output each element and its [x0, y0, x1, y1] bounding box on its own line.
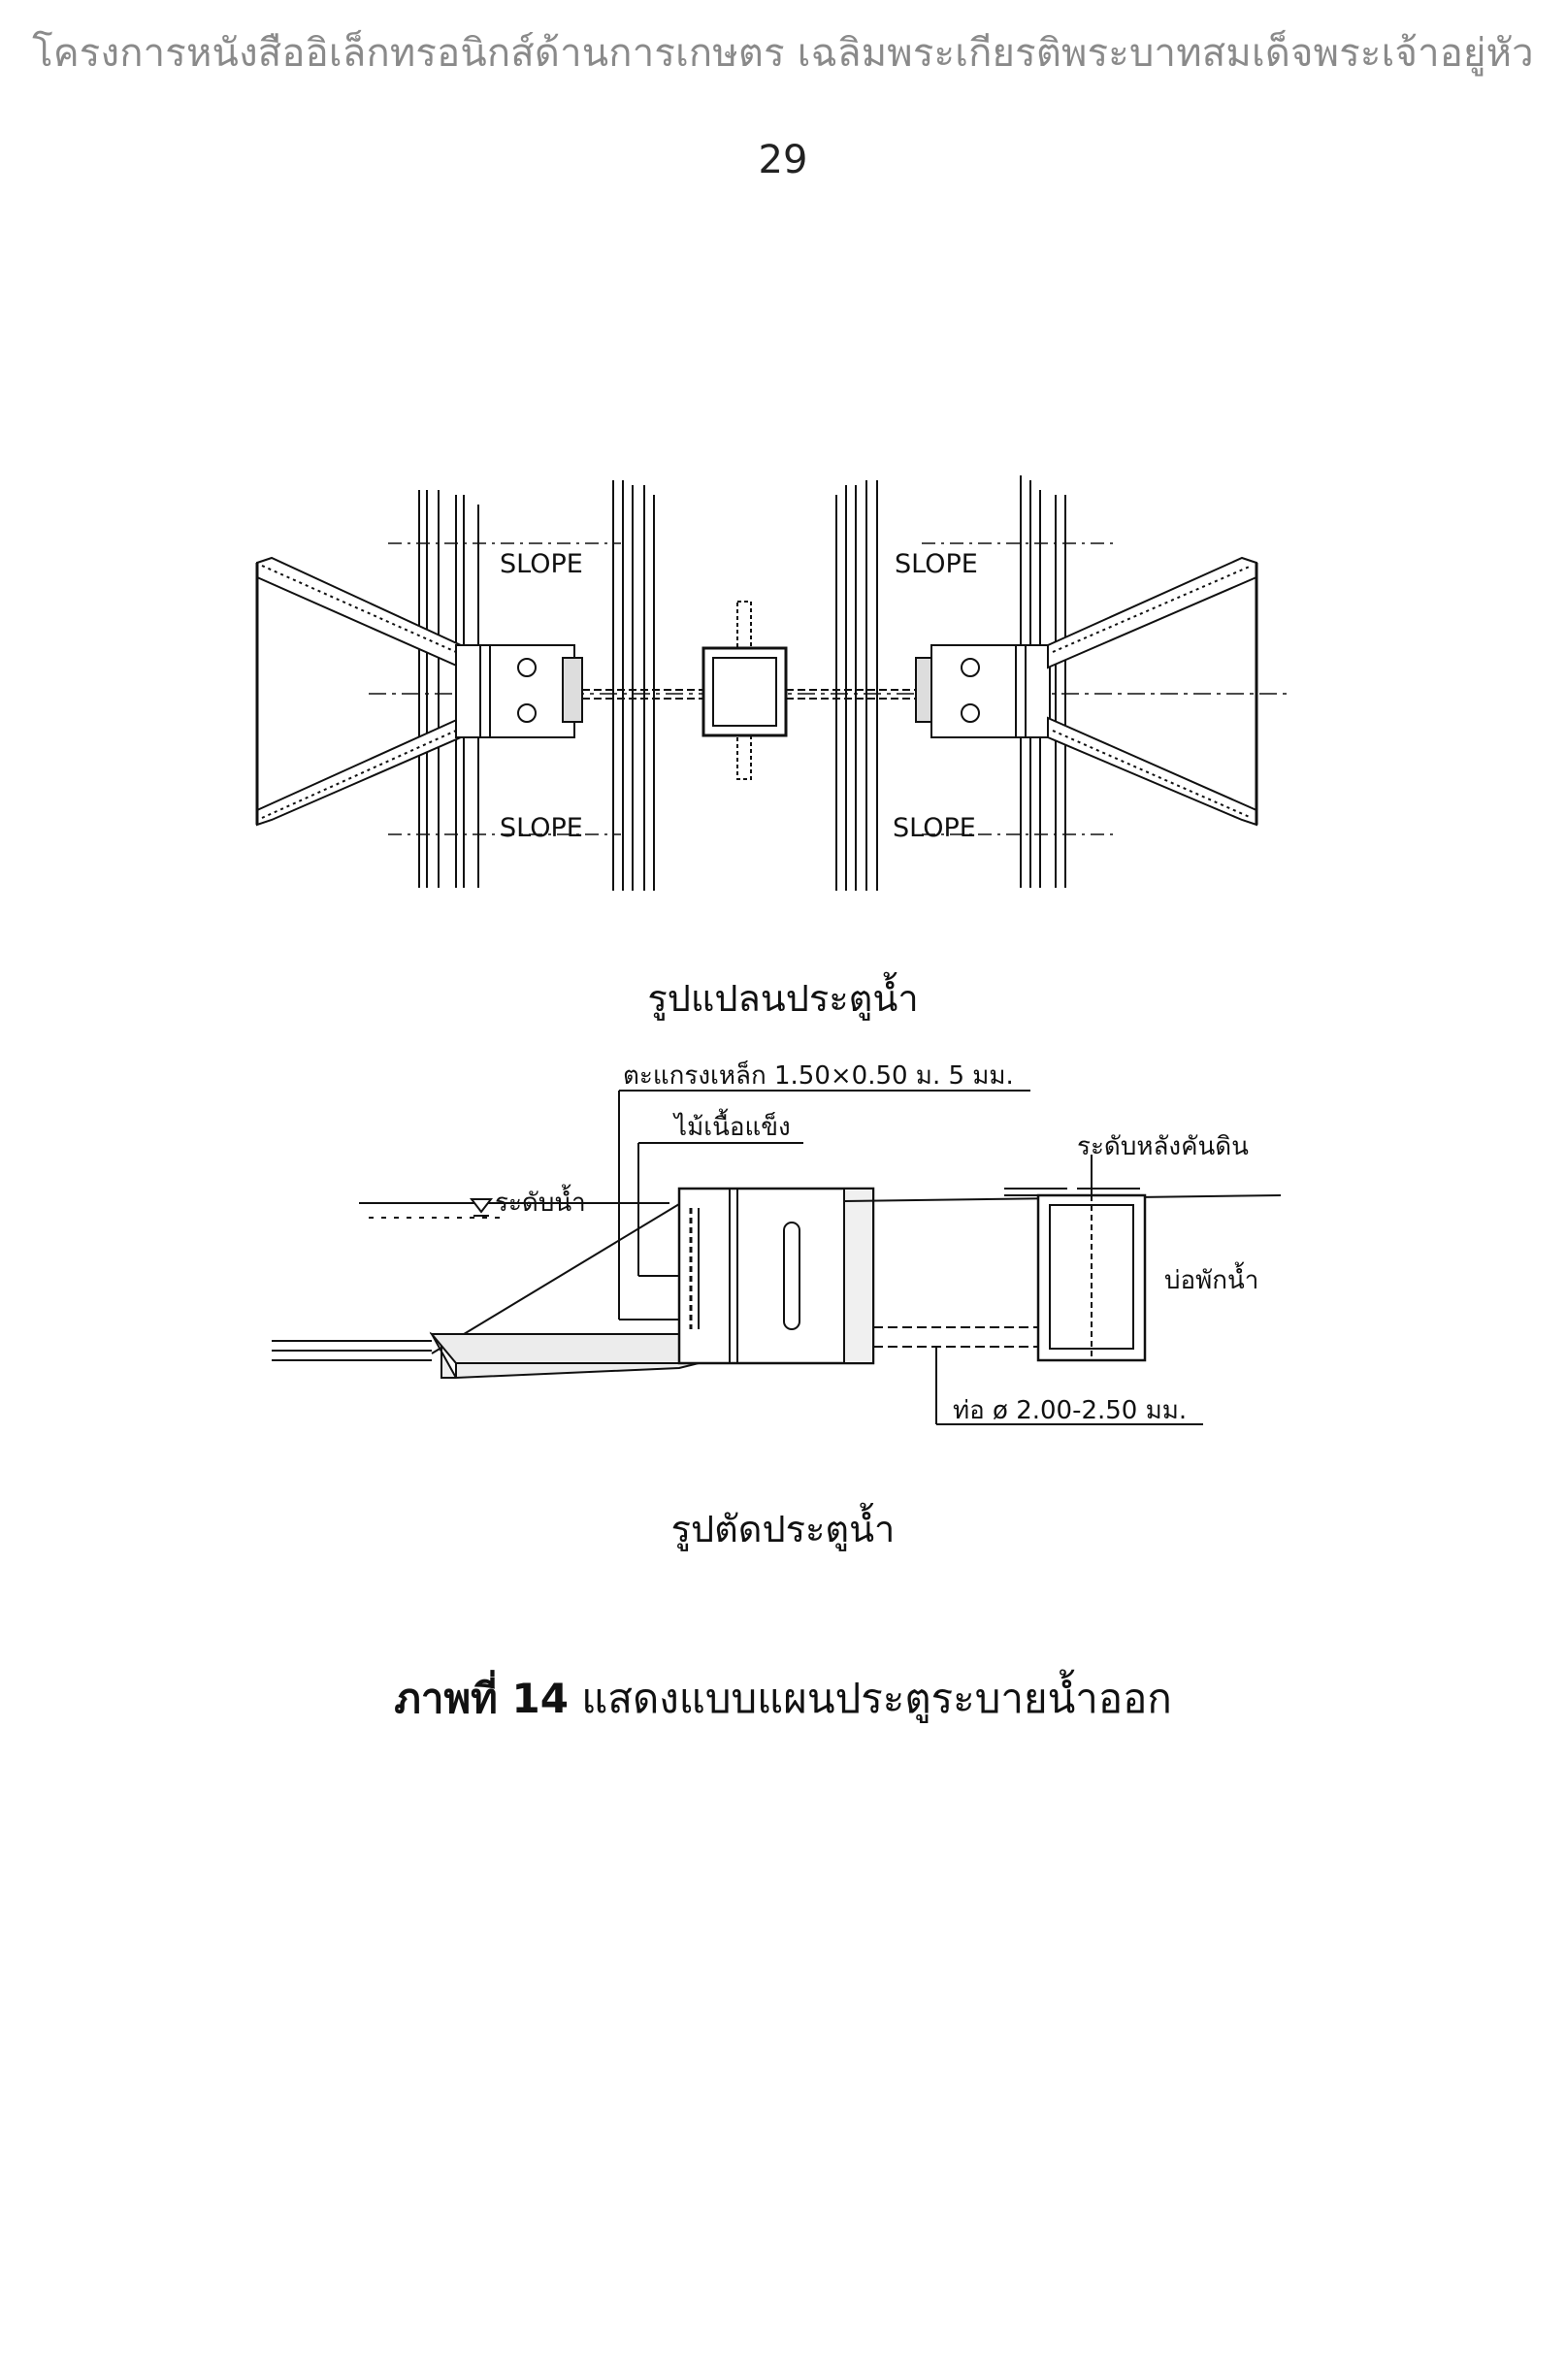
section-caption: รูปตัดประตูน้ำ: [670, 1508, 896, 1550]
slope-label-bottom-left: SLOPE: [500, 813, 583, 843]
page-header: โครงการหนังสืออิเล็กทรอนิกส์ด้านการเกษตร…: [32, 31, 1534, 76]
slope-label-bottom-right: SLOPE: [893, 813, 976, 843]
hardwood-label: ไม้เนื้อแข็ง: [672, 1108, 791, 1142]
water-level-label: ระดับน้ำ: [495, 1184, 586, 1218]
plan-caption: รูปแปลนประตูน้ำ: [647, 977, 919, 1020]
slope-label-top-right: SLOPE: [895, 549, 978, 579]
embankment-level-label: ระดับหลังคันดิน: [1077, 1132, 1249, 1161]
figure-caption: ภาพที่ 14 แสดงแบบแผนประตูระบายน้ำออก: [0, 1667, 1566, 1731]
basin-label: บ่อพักน้ำ: [1164, 1261, 1258, 1295]
pipe-label: ท่อ ø 2.00-2.50 มม.: [953, 1396, 1187, 1425]
grate-label: ตะแกรงเหล็ก 1.50×0.50 ม. 5 มม.: [623, 1060, 1014, 1091]
figure-label: ภาพที่ 14: [394, 1675, 569, 1722]
slope-label-top-left: SLOPE: [500, 549, 583, 579]
figure-text: แสดงแบบแผนประตูระบายน้ำออก: [581, 1675, 1172, 1722]
page-number: 29: [758, 138, 808, 182]
